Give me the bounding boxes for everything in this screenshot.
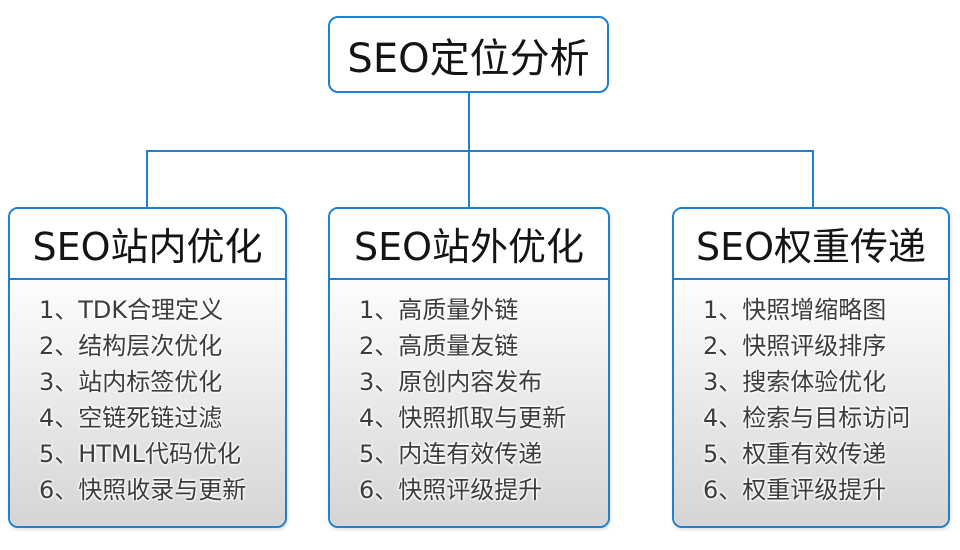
root-node-label: SEO定位分析 — [347, 35, 590, 82]
list-item: 2、快照评级排序 — [703, 332, 887, 360]
list-item: 5、权重有效传递 — [703, 440, 887, 468]
branch-column-onsite: SEO站内优化 1、TDK合理定义 2、结构层次优化 3、站内标签优化 4、空链… — [8, 207, 287, 528]
branch-column-weight: SEO权重传递 1、快照增缩略图 2、快照评级排序 3、搜索体验优化 4、检索与… — [672, 207, 950, 528]
branch-list: 1、快照增缩略图 2、快照评级排序 3、搜索体验优化 4、检索与目标访问 5、权… — [674, 280, 948, 526]
connector-drop-center — [468, 150, 470, 208]
list-item: 3、搜索体验优化 — [703, 368, 887, 396]
branch-list: 1、TDK合理定义 2、结构层次优化 3、站内标签优化 4、空链死链过滤 5、H… — [10, 280, 285, 526]
branch-header: SEO权重传递 — [674, 209, 948, 280]
list-item: 6、快照评级提升 — [359, 476, 543, 504]
connector-drop-right — [812, 150, 814, 208]
list-item: 6、快照收录与更新 — [39, 476, 247, 504]
list-item: 2、高质量友链 — [359, 332, 519, 360]
list-item: 1、TDK合理定义 — [39, 296, 224, 324]
branch-header-label: SEO权重传递 — [695, 225, 927, 269]
list-item: 5、内连有效传递 — [359, 440, 543, 468]
list-item: 2、结构层次优化 — [39, 332, 223, 360]
list-item: 1、快照增缩略图 — [703, 296, 887, 324]
connector-drop-left — [146, 150, 148, 208]
list-item: 6、权重评级提升 — [703, 476, 887, 504]
branch-header-label: SEO站外优化 — [353, 225, 585, 269]
list-item: 4、空链死链过滤 — [39, 404, 223, 432]
list-item: 5、HTML代码优化 — [39, 440, 242, 468]
connector-rail — [146, 150, 814, 152]
branch-column-offsite: SEO站外优化 1、高质量外链 2、高质量友链 3、原创内容发布 4、快照抓取与… — [328, 207, 610, 528]
branch-list: 1、高质量外链 2、高质量友链 3、原创内容发布 4、快照抓取与更新 5、内连有… — [330, 280, 608, 526]
list-item: 4、检索与目标访问 — [703, 404, 911, 432]
root-node: SEO定位分析 — [328, 16, 609, 93]
list-item: 4、快照抓取与更新 — [359, 404, 567, 432]
list-item: 3、原创内容发布 — [359, 368, 543, 396]
list-item: 1、高质量外链 — [359, 296, 519, 324]
branch-header: SEO站外优化 — [330, 209, 608, 280]
connector-stem — [468, 93, 470, 152]
branch-header: SEO站内优化 — [10, 209, 285, 280]
branch-header-label: SEO站内优化 — [32, 225, 263, 269]
list-item: 3、站内标签优化 — [39, 368, 223, 396]
